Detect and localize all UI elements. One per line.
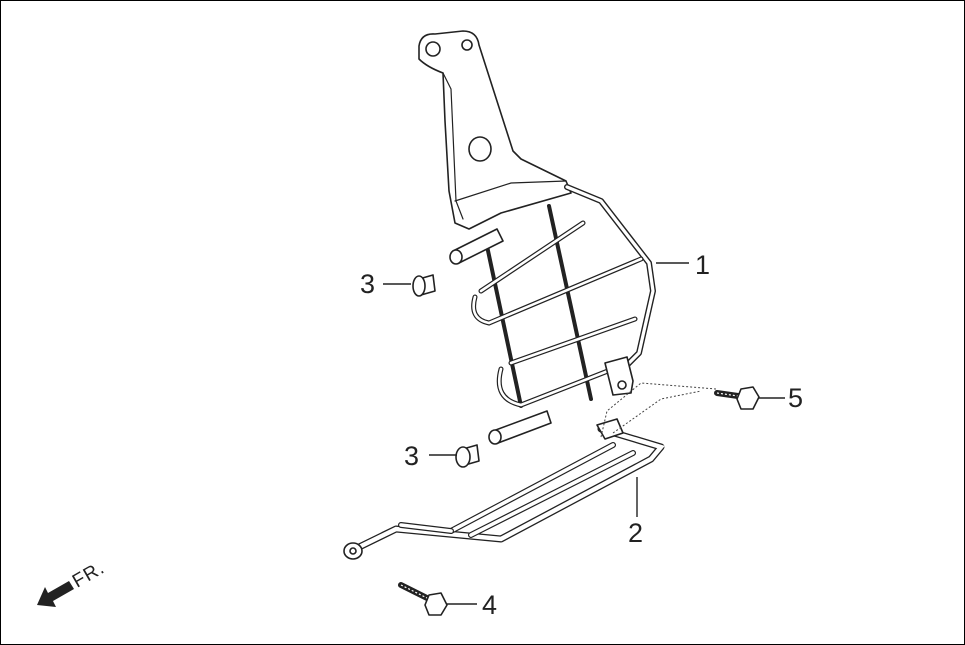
callout-1: 1 <box>695 250 710 280</box>
guard-mounting-tab <box>604 356 634 396</box>
guard-rung <box>508 316 638 366</box>
part-1-wire-guard <box>449 184 656 445</box>
guard-lower-pin <box>488 410 552 445</box>
part-5-bolt <box>714 386 760 410</box>
callout-5: 5 <box>788 383 803 413</box>
callout-2: 2 <box>628 518 643 548</box>
guard-rung <box>496 366 616 408</box>
guard-rung <box>471 256 644 326</box>
front-arrow-icon <box>37 581 74 607</box>
part-2-lower-bracket <box>343 418 665 560</box>
front-direction-indicator: FR. <box>37 557 109 607</box>
guard-upper-pin <box>449 228 504 265</box>
part-3-clip-lower <box>455 444 480 468</box>
part-1-bracket-plate <box>418 30 572 230</box>
callout-3-lower: 3 <box>404 441 419 471</box>
part-4-bolt <box>398 582 448 616</box>
front-direction-label: FR. <box>69 557 109 592</box>
part-3-clip-upper <box>412 274 436 297</box>
alignment-line <box>612 390 702 434</box>
alignment-line <box>600 382 717 438</box>
callout-4: 4 <box>482 590 497 620</box>
guard-rung <box>478 220 586 294</box>
callout-3-upper: 3 <box>360 269 375 299</box>
